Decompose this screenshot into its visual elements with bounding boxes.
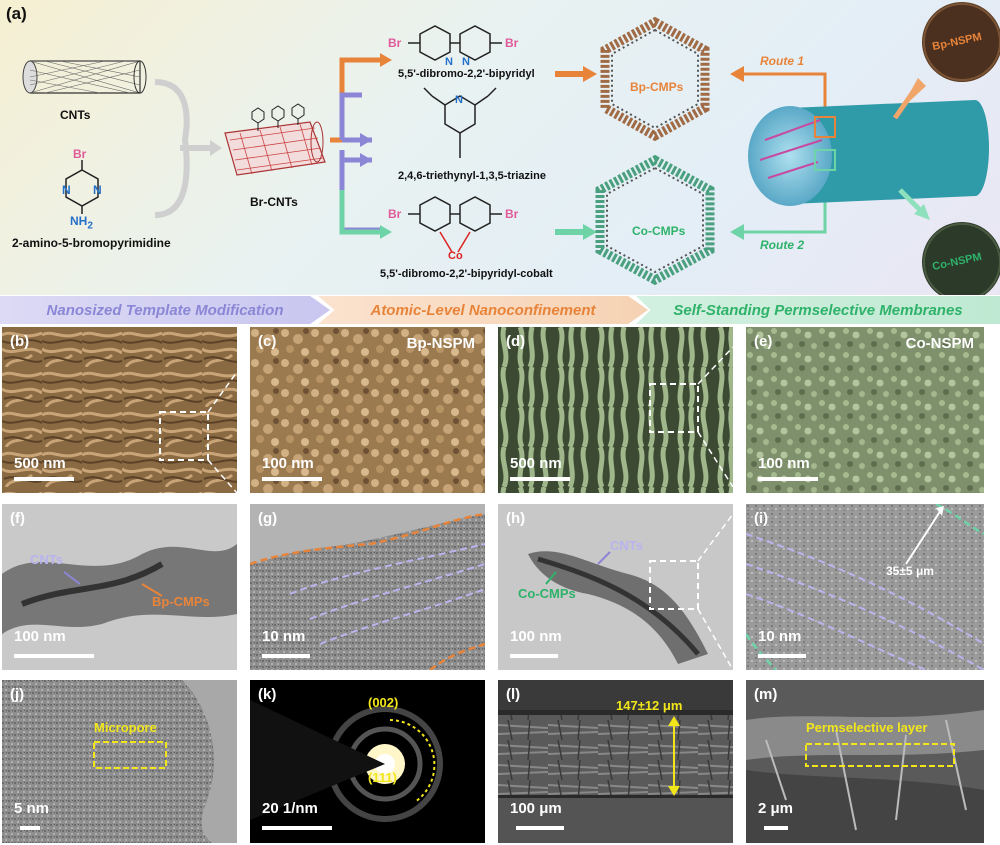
panel-g-tem: (g) 10 nm [250, 504, 485, 670]
scale-label: 100 nm [14, 628, 66, 645]
panel-label: (a) [6, 4, 27, 23]
cobalt-name: 5,5'-dibromo-2,2'-bipyridyl-cobalt [380, 268, 553, 280]
scale-bar [510, 477, 570, 481]
scale-bar [262, 826, 332, 830]
br-atom: Br [505, 207, 519, 221]
scale-label: 10 nm [758, 628, 802, 645]
panel-c-sem: (c) Bp-NSPM 100 nm [250, 327, 485, 493]
cnts-annotation: CNTs [610, 538, 643, 553]
ring-111-label: (111) [368, 770, 397, 785]
scale-bar [14, 477, 74, 481]
thickness-annotation: 147±12 μm [616, 698, 683, 713]
banner-template-modification: Nanosized Template Modification [0, 296, 330, 324]
br-atom: Br [388, 36, 402, 50]
scale-label: 500 nm [14, 455, 66, 472]
scale-label: 10 nm [262, 628, 306, 645]
thickness-annotation: 35±5 μm [886, 564, 934, 578]
panel-label: (j) [10, 686, 25, 703]
br-atom: Br [388, 207, 402, 221]
bp-cmps-annotation: Bp-CMPs [152, 594, 210, 609]
panel-label: (d) [506, 333, 526, 350]
panel-h-tem: (h) CNTs Co-CMPs 100 nm [498, 504, 733, 670]
br-cnt-tube [224, 103, 326, 176]
bipyridyl-name: 5,5'-dibromo-2,2'-bipyridyl [398, 68, 535, 80]
cnts-label: CNTs [60, 108, 91, 122]
scale-label: 100 nm [758, 455, 810, 472]
banner-nanoconfinement: Atomic-Level Nanoconfinement [318, 296, 648, 324]
panel-d-sem: (d) 500 nm [498, 327, 733, 493]
br-atom: Br [73, 147, 87, 161]
panel-l-sem: (l) 147±12 μm 100 μm [498, 680, 733, 843]
panel-j-tem: (j) Micropore 5 nm [2, 680, 237, 843]
scale-bar [510, 654, 558, 658]
micropore-annotation: Micropore [94, 720, 157, 735]
n-atom: N [462, 56, 470, 68]
scale-bar [20, 826, 40, 830]
co-cmp-framework [595, 154, 715, 286]
panel-label: (g) [258, 510, 278, 527]
panel-k-saed: (k) (002) (111) 20 1/nm [250, 680, 485, 843]
amino-name: 2-amino-5-bromopyrimidine [12, 236, 171, 250]
scheme-graphics [22, 2, 1000, 295]
bp-cmps-label: Bp-CMPs [630, 80, 684, 94]
panel-label: (k) [258, 686, 277, 703]
scale-bar [758, 654, 806, 658]
panel-f-tem: (f) CNTs Bp-CMPs 100 nm [2, 504, 237, 670]
membrane-tube [748, 100, 989, 206]
scale-label: 2 μm [758, 800, 794, 817]
panel-i-tem: (i) 35±5 μm 10 nm [746, 504, 984, 670]
panel-a-schematic: (a) [0, 0, 1000, 295]
route1-label: Route 1 [760, 54, 805, 68]
scale-bar [516, 826, 564, 830]
panel-e-sem: (e) Co-NSPM 100 nm [746, 327, 984, 493]
scale-bar [758, 477, 818, 481]
panel-b-sem: (b) 500 nm [2, 327, 237, 493]
n-atom: N [93, 183, 102, 197]
banner-permselective-membranes: Self-Standing Permselective Membranes [636, 296, 1000, 324]
n-atom: N [445, 56, 453, 68]
n-atom: N [62, 183, 71, 197]
panel-label: (m) [754, 686, 778, 703]
panel-label: (e) [754, 333, 773, 350]
ring-002-label: (002) [368, 695, 399, 710]
panel-title: Co-NSPM [905, 335, 974, 352]
br-atom: Br [505, 36, 519, 50]
co-cmps-annotation: Co-CMPs [518, 586, 576, 601]
scale-label: 100 nm [510, 628, 562, 645]
scale-bar [14, 654, 94, 658]
permselective-layer-annotation: Permselective layer [806, 720, 928, 735]
co-cmps-label: Co-CMPs [632, 224, 686, 238]
scale-label: 5 nm [14, 800, 50, 817]
panel-m-sem: (m) Permselective layer 2 μm [746, 680, 984, 843]
scale-label: 500 nm [510, 455, 562, 472]
cobalt-atom: Co [448, 250, 463, 262]
scale-bar [764, 826, 788, 830]
panel-label: (i) [754, 510, 769, 527]
scale-bar [262, 477, 322, 481]
brcnts-label: Br-CNTs [250, 195, 298, 209]
triazine-name: 2,4,6-triethynyl-1,3,5-triazine [398, 170, 546, 182]
cnt-tube [22, 60, 147, 94]
panel-label: (f) [10, 510, 25, 527]
bp-cmp-framework [600, 16, 710, 142]
panel-label: (b) [10, 333, 30, 350]
amine-group: NH2 [70, 214, 93, 232]
scale-label: 20 1/nm [262, 800, 318, 817]
scale-bar [262, 654, 310, 658]
route2-label: Route 2 [760, 238, 805, 252]
panel-label: (c) [258, 333, 277, 350]
panel-label: (l) [506, 686, 521, 703]
scale-label: 100 μm [510, 800, 562, 817]
panel-title: Bp-NSPM [406, 335, 475, 352]
n-atom: N [455, 94, 463, 106]
panel-label: (h) [506, 510, 526, 527]
cnts-annotation: CNTs [30, 552, 63, 567]
scale-label: 100 nm [262, 455, 314, 472]
